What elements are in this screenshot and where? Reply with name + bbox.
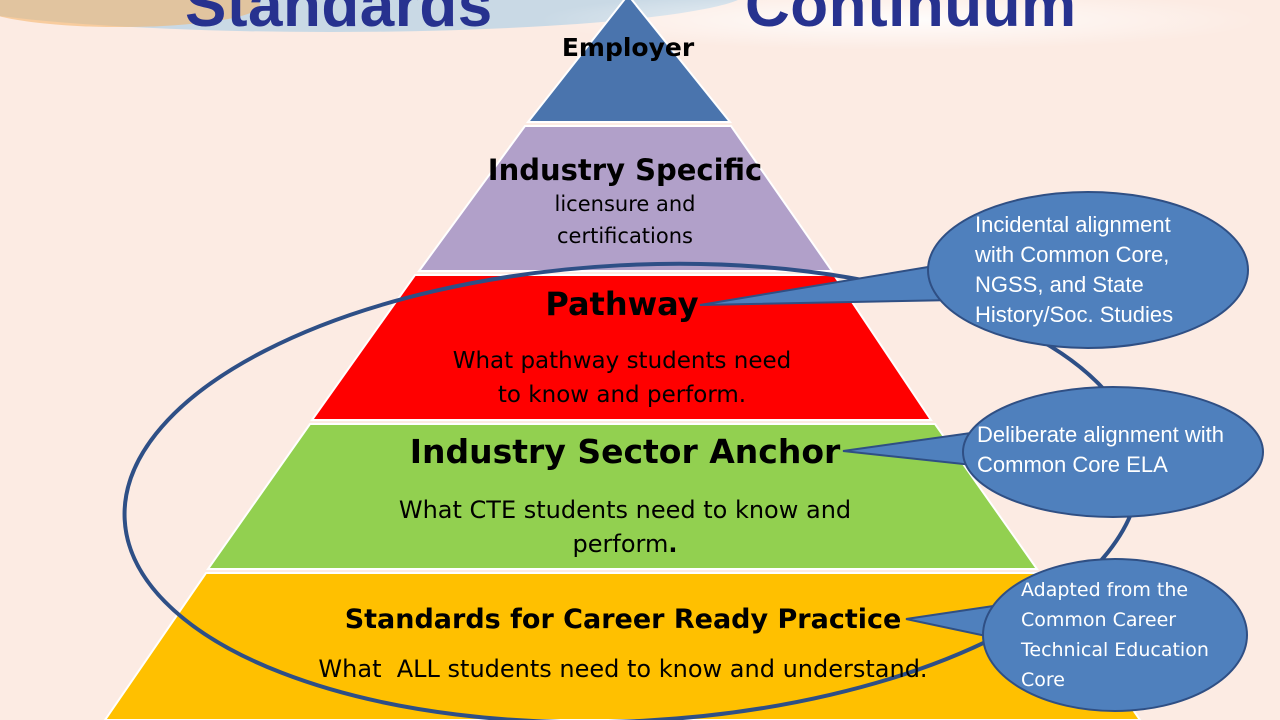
- tier-employer-label: Employer: [528, 33, 728, 63]
- tier-pathway-label: Pathway What pathway students need to kn…: [372, 282, 872, 412]
- tier-industry-sector-label: Industry Sector Anchor What CTE students…: [330, 429, 920, 561]
- tier-description: perform: [572, 530, 669, 558]
- slide-title-right: Continuum: [745, 0, 1077, 40]
- tier-heading: Industry Specific: [487, 153, 763, 187]
- tier-employer-shape: [525, 0, 733, 123]
- slide-title-left: Standards: [185, 0, 493, 40]
- tier-heading: Employer: [561, 33, 695, 62]
- tier-description: What pathway students need: [452, 348, 792, 374]
- tier-pathway-shape: [310, 274, 933, 421]
- callout-incidental-shape: [699, 191, 1249, 349]
- callout-deliberate-shape: [842, 386, 1264, 518]
- header-swoosh-light: [540, 0, 1260, 50]
- tier-industry-specific-label: Industry Specific licensure and certific…: [445, 152, 805, 252]
- tier-career-ready-label: Standards for Career Ready Practice What…: [268, 600, 978, 686]
- tier-heading: Pathway: [545, 285, 699, 323]
- callout-adapted-text: Adapted from the Common Career Technical…: [1021, 579, 1209, 691]
- tier-description: What ALL students need to know and under…: [318, 655, 928, 683]
- tier-heading: Standards for Career Ready Practice: [344, 604, 902, 635]
- tier-industry-specific-shape: [417, 125, 834, 272]
- header-swoosh-orange: [0, 0, 260, 27]
- tier-description: licensure and: [554, 192, 696, 216]
- tier-description: certifications: [557, 224, 693, 248]
- tier-description: to know and perform.: [497, 382, 747, 408]
- tier-description: What CTE students need to know and: [398, 496, 852, 524]
- tier-heading: Industry Sector Anchor: [409, 432, 841, 471]
- callout-deliberate-text: Deliberate alignment with Common Core EL…: [977, 422, 1225, 477]
- callout-incidental-text: Incidental alignment with Common Core, N…: [975, 212, 1174, 327]
- callout-adapted-shape: [905, 558, 1248, 712]
- tier-description-period: .: [668, 530, 678, 558]
- tier-industry-sector-shape: [206, 423, 1039, 570]
